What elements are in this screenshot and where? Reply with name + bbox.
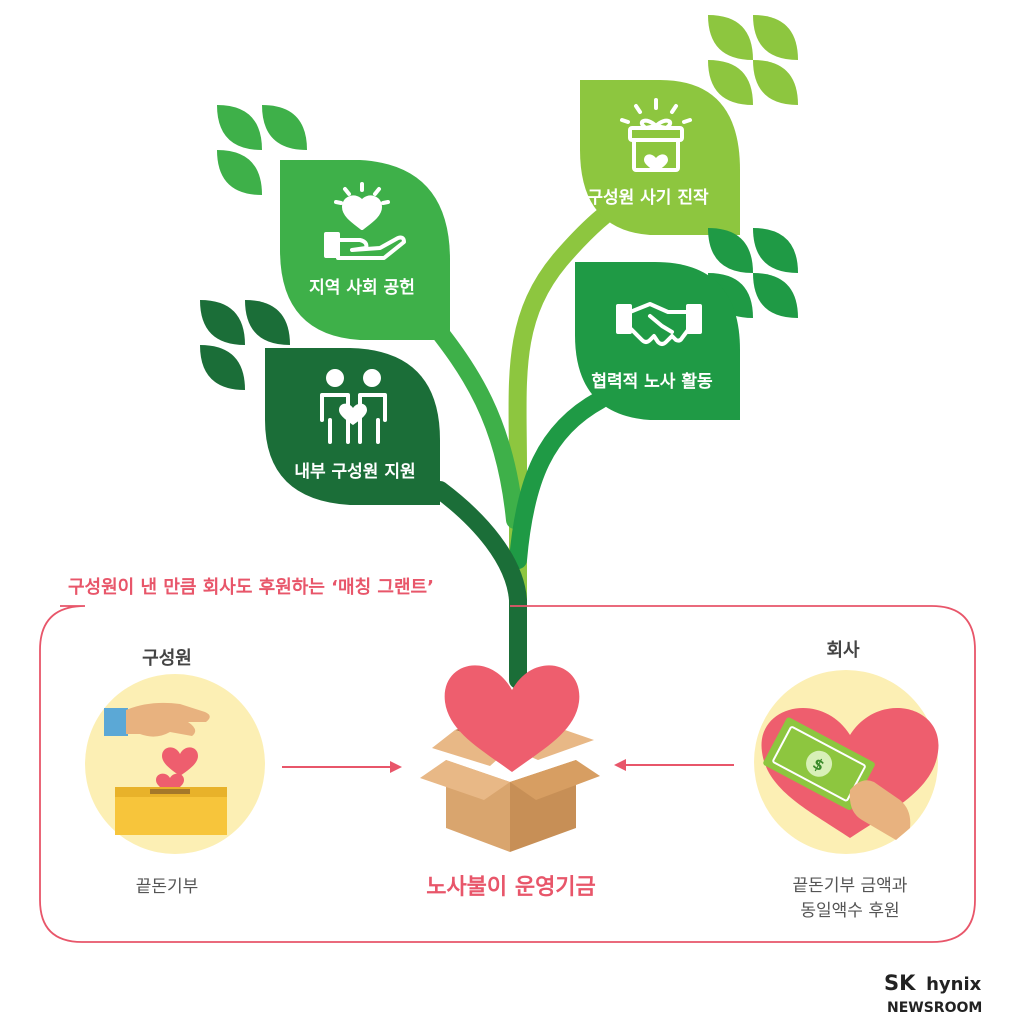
brand-newsroom: NEWSROOM (887, 1000, 982, 1016)
sprig-leaf (708, 228, 753, 273)
leaf-shape (265, 348, 440, 505)
arrow-left-icon (614, 759, 734, 771)
gift-box-icon (620, 98, 692, 172)
sprig-leaf (708, 60, 753, 105)
leaf-morale: 구성원 사기 진작 (580, 15, 798, 235)
sprig-leaf (708, 15, 753, 60)
sprig-leaf (753, 228, 798, 273)
sprig-leaf (245, 300, 290, 345)
brand-sk: SK (884, 971, 916, 995)
sprig-leaf (217, 150, 262, 195)
sprig-leaf (200, 300, 245, 345)
heart-box-icon (420, 665, 600, 852)
matching-grant-border (39, 605, 976, 943)
leaf-community: 지역 사회 공헌 (217, 105, 450, 340)
svg-text:SK hynix: SK hynix (884, 971, 982, 995)
money-heart-icon: $ (754, 670, 939, 854)
sprig-leaf (217, 105, 262, 150)
sk-hynix-newsroom-logo: SK hynix NEWSROOM (884, 971, 982, 1016)
leaf-label-community: 지역 사회 공헌 (309, 278, 415, 298)
donation-box-icon (85, 674, 265, 854)
leaf-labor-relations: 협력적 노사 활동 (575, 228, 798, 420)
heart-hand-icon (324, 182, 406, 260)
sprig-leaf (753, 273, 798, 318)
company-heading: 회사 (826, 640, 860, 661)
fund-label: 노사불이 운영기금 (426, 875, 596, 900)
company-caption-line2: 동일액수 후원 (800, 901, 899, 921)
handshake-icon (616, 302, 702, 346)
sprig-leaf (200, 345, 245, 390)
stem-left-lower (431, 481, 527, 689)
sprig-leaf (262, 105, 307, 150)
arrow-right-icon (282, 761, 402, 773)
leaf-label-internal-support: 내부 구성원 지원 (294, 462, 415, 482)
leaf-label-labor-relations: 협력적 노사 활동 (591, 371, 713, 392)
matching-grant-title: 구성원이 낸 만큼 회사도 후원하는 ‘매칭 그랜트’ (68, 577, 434, 598)
sprig-leaf (753, 15, 798, 60)
company-caption-line1: 끝돈기부 금액과 (793, 876, 908, 896)
stem-right-middle (509, 391, 609, 569)
brand-hynix: hynix (926, 974, 982, 995)
leaf-label-morale: 구성원 사기 진작 (587, 188, 709, 208)
people-heart-icon (320, 369, 387, 444)
sprig-leaf (753, 60, 798, 105)
employee-caption: 끝돈기부 (136, 877, 199, 897)
employee-heading: 구성원 (142, 648, 192, 669)
leaf-internal-support: 내부 구성원 지원 (200, 300, 440, 505)
